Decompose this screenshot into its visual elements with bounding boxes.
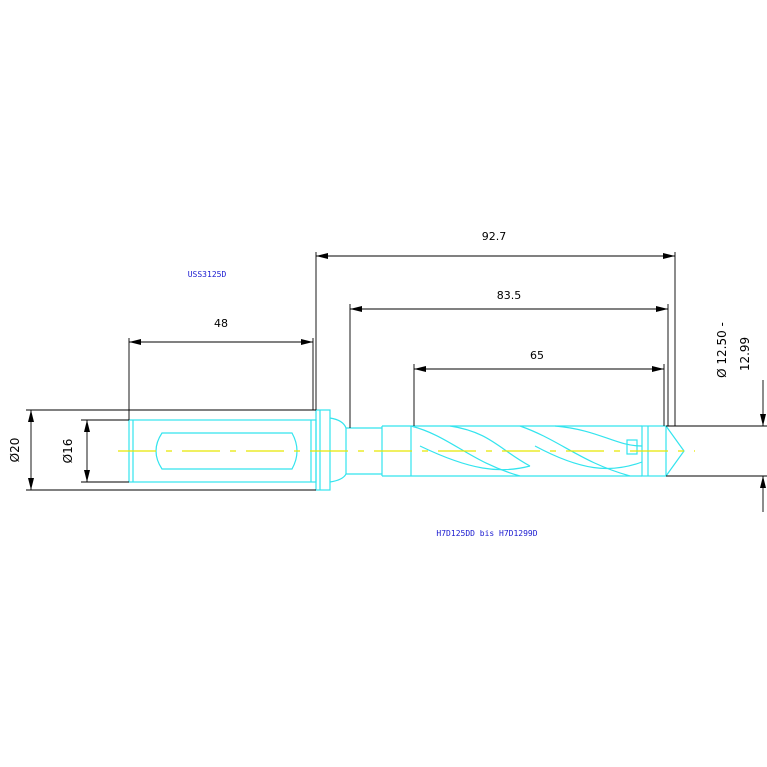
drill-diameter-label-2: 12.99 <box>738 337 752 371</box>
dimensions <box>26 252 767 512</box>
neck-upper <box>329 417 382 429</box>
flute-curve-2 <box>419 445 531 471</box>
flute-curve-1 <box>410 425 521 477</box>
collar-outline <box>315 409 331 491</box>
flute-length-label: 65 <box>530 349 544 362</box>
shank-diameter-label: Ø16 <box>61 439 75 464</box>
body-length-label: 83.5 <box>497 289 522 302</box>
insert-pocket <box>626 439 638 455</box>
insert-range-label: H7D125DD bis H7D1299D <box>436 529 537 538</box>
drill-diameter-label-1: Ø 12.50 - <box>715 322 729 378</box>
body-code-label: USS3125D <box>188 270 227 279</box>
neck-lower <box>329 473 382 483</box>
flute-curve-5 <box>534 445 643 470</box>
collar-diameter-label: Ø20 <box>8 438 22 463</box>
flute-curve-6 <box>554 425 643 447</box>
shank-length-label: 48 <box>214 317 228 330</box>
drill-body <box>128 409 685 491</box>
flute-curve-3 <box>449 425 531 467</box>
overall-length-label: 92.7 <box>482 230 507 243</box>
shank-outline <box>128 419 317 483</box>
clamping-flat <box>155 432 298 470</box>
